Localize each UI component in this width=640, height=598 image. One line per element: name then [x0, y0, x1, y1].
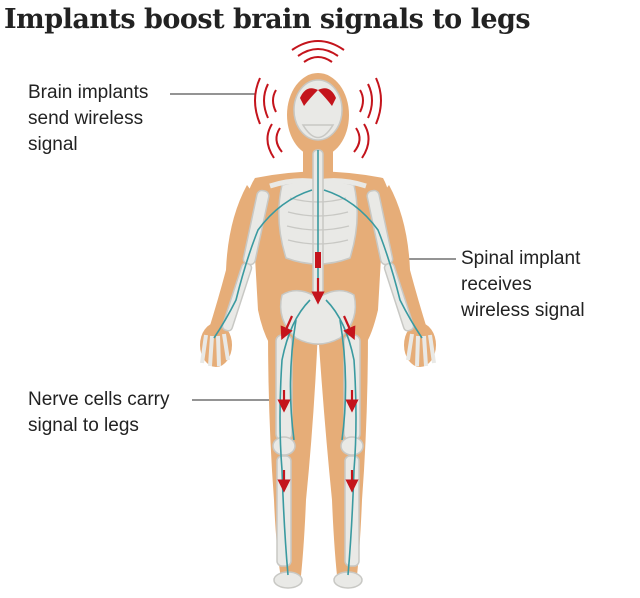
spinal-label-line-1: Spinal implant — [461, 248, 581, 269]
spinal-implant — [315, 252, 321, 268]
brain-implant-label: Brain implants send wireless signal — [28, 80, 148, 158]
brain-implants — [300, 88, 336, 106]
brain-label-line-3: signal — [28, 134, 78, 155]
signal-arrows — [277, 278, 359, 493]
nerve-cells-label: Nerve cells carry signal to legs — [28, 387, 169, 439]
spinal-implant-label: Spinal implant receives wireless signal — [461, 246, 585, 324]
nerve-label-line-1: Nerve cells carry — [28, 389, 170, 410]
nerve-label-line-2: signal to legs — [28, 415, 139, 436]
diagram-title: Implants boost brain signals to legs — [4, 4, 531, 35]
brain-label-line-1: Brain implants — [28, 82, 149, 103]
spinal-label-line-3: wireless signal — [461, 300, 585, 321]
brain-label-line-2: send wireless — [28, 108, 144, 129]
spinal-label-line-2: receives — [461, 274, 532, 295]
wireless-signal-icon — [254, 40, 382, 159]
